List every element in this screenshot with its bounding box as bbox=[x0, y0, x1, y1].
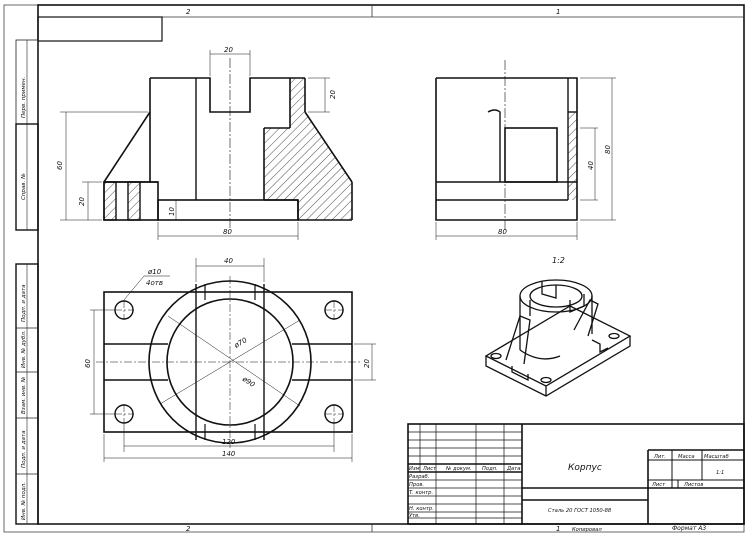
isometric-view: 1:2 bbox=[484, 256, 632, 397]
tb-part-name: Корпус bbox=[568, 463, 602, 473]
front-dim-10: 10 bbox=[168, 207, 176, 216]
left-strip: Перв. примен. Справ. № Подп. и дата Инв.… bbox=[15, 39, 39, 525]
outer-frame bbox=[3, 4, 745, 533]
top-dim-140: 140 bbox=[222, 450, 236, 458]
zone-markers: 2 1 2 1 bbox=[38, 5, 744, 533]
strip-label-dup-inv: Инв. № дубл. bbox=[21, 330, 27, 368]
tb-head-change: Изм bbox=[409, 466, 420, 472]
tb-sheet-label: Лист bbox=[651, 482, 666, 488]
zone-label-top-left: 2 bbox=[186, 8, 191, 16]
front-view: 20 20 60 20 10 80 bbox=[56, 46, 353, 240]
top-dim-outer-dia: ø90 bbox=[240, 374, 257, 389]
zone-label-bottom-right: 1 bbox=[556, 525, 560, 533]
top-dim-60: 60 bbox=[84, 359, 92, 368]
top-dim-inner-dia: ø70 bbox=[232, 336, 249, 350]
footer: Копировал Формат А3 bbox=[572, 525, 706, 533]
front-dim-80: 80 bbox=[223, 228, 232, 236]
tb-scale-value: 1:1 bbox=[716, 470, 724, 476]
front-dim-60: 60 bbox=[56, 161, 64, 170]
tb-scale-header: Масштаб bbox=[704, 454, 729, 460]
tb-head-sheet: Лист bbox=[422, 466, 437, 472]
top-dim-hole-dia: ø10 bbox=[147, 268, 162, 276]
strip-label-ref-no: Справ. № bbox=[21, 173, 27, 200]
zone-label-bottom-left: 2 bbox=[186, 525, 191, 533]
front-dim-20-slot: 20 bbox=[224, 46, 233, 54]
tb-head-date: Дата bbox=[506, 466, 520, 472]
zone-label-top-right: 1 bbox=[556, 8, 560, 16]
side-dim-80-height: 80 bbox=[604, 145, 612, 154]
footer-copied: Копировал bbox=[572, 527, 602, 533]
title-block: Изм Лист № докум. Подп. Дата Разраб. Про… bbox=[407, 423, 745, 525]
front-dim-20-top: 20 bbox=[329, 90, 337, 99]
top-view: 40 ø10 4отв ø70 ø90 60 20 120 140 bbox=[84, 257, 376, 462]
strip-label-orig-inv: Инв. № подл. bbox=[21, 482, 27, 520]
tb-row-developer: Разраб. bbox=[409, 474, 429, 480]
side-view: 80 40 80 bbox=[435, 60, 616, 240]
tb-lit-header: Лит. bbox=[653, 454, 666, 460]
front-dim-20-base: 20 bbox=[78, 197, 86, 206]
strip-label-first-use: Перв. примен. bbox=[21, 76, 27, 118]
tb-row-tech-control: Т. контр. bbox=[409, 490, 433, 496]
tb-material: Сталь 20 ГОСТ 1050-88 bbox=[548, 508, 612, 514]
strip-label-replace-inv: Взам. инв. № bbox=[21, 376, 27, 414]
footer-format: Формат А3 bbox=[672, 525, 706, 532]
tb-head-doc-no: № докум. bbox=[445, 466, 472, 472]
tb-sheets-label: Листов bbox=[683, 482, 703, 488]
iso-scale-label: 1:2 bbox=[552, 256, 565, 265]
tb-row-checker: Пров. bbox=[409, 482, 424, 488]
side-dim-80-width: 80 bbox=[498, 228, 507, 236]
top-dim-20: 20 bbox=[363, 359, 371, 368]
tb-row-norm-control: Н. контр. bbox=[409, 506, 434, 512]
top-dim-40: 40 bbox=[224, 257, 233, 265]
tb-mass-header: Масса bbox=[678, 454, 695, 460]
top-dim-hole-count: 4отв bbox=[146, 279, 163, 287]
tb-row-approved: Утв. bbox=[409, 513, 420, 519]
side-dim-40: 40 bbox=[587, 161, 595, 170]
reverse-stamp bbox=[37, 16, 163, 42]
top-dim-120: 120 bbox=[222, 438, 236, 446]
tb-head-sign: Подп. bbox=[482, 466, 498, 472]
strip-label-sign-date-1: Подп. и дата bbox=[21, 284, 27, 322]
strip-label-sign-date-2: Подп. и дата bbox=[21, 430, 27, 468]
